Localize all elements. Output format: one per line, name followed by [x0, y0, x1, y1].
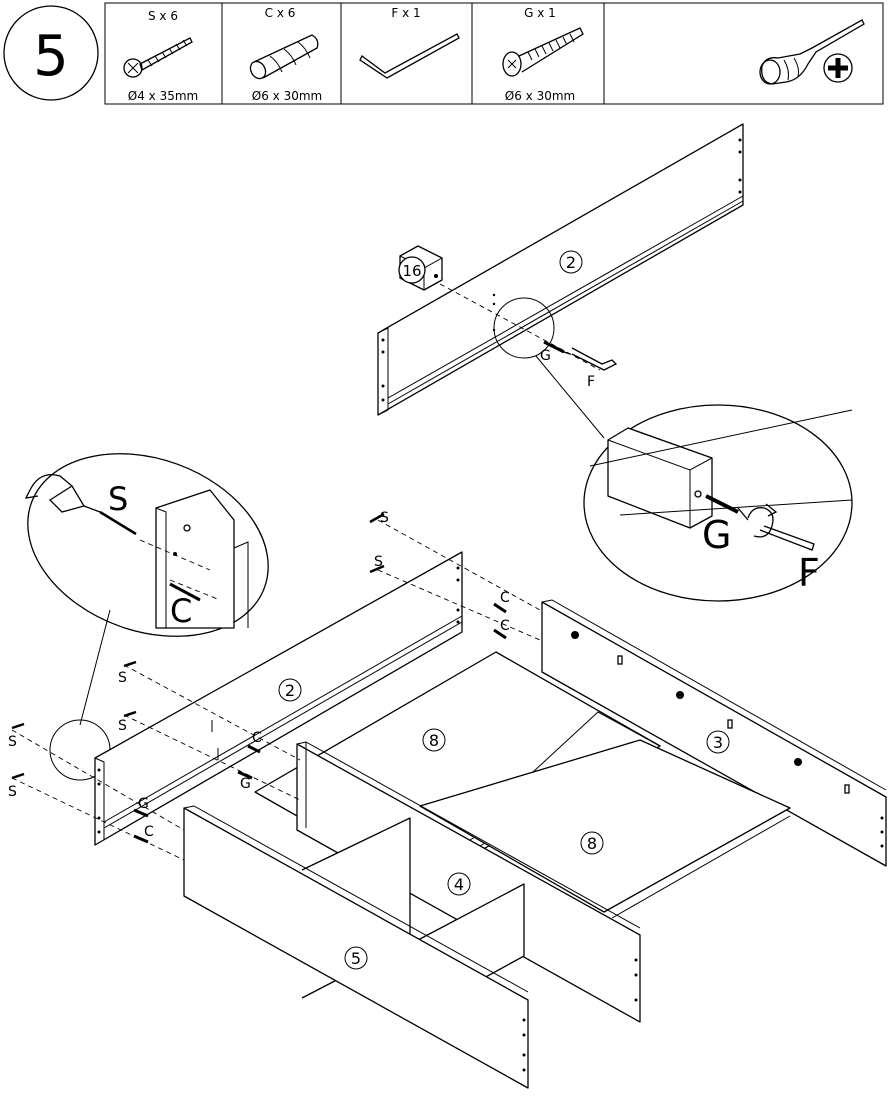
label-c-4: C	[144, 824, 154, 840]
part-qty-f: F x 1	[391, 6, 420, 20]
top-panel-group: 2 16 G F	[377, 123, 853, 602]
part-size-s: Ø4 x 35mm	[128, 89, 198, 103]
part-qty-g: G x 1	[524, 6, 556, 20]
panel-8-b-label-circle	[580, 831, 604, 855]
panel-8-b-label: 8	[587, 834, 597, 853]
step-number: 5	[33, 24, 69, 89]
step-header: 5	[3, 5, 99, 101]
label-c-3: C	[252, 730, 262, 746]
detail-callout-small	[493, 297, 555, 359]
part-cell-f: F x 1	[359, 6, 460, 79]
panel-3-label-circle	[706, 730, 730, 754]
panel-2-top	[377, 123, 744, 416]
label-c-2: C	[500, 618, 510, 634]
step-circle	[3, 5, 99, 101]
label-g-top: G	[540, 348, 551, 364]
panel-4	[296, 743, 641, 1023]
panel-2-top-label: 2	[566, 253, 576, 272]
label-c-1: C	[500, 590, 510, 606]
panel-2-front-label-circle	[278, 678, 302, 702]
panel-2-front	[94, 551, 463, 846]
label-s-2: S	[374, 554, 383, 570]
panel-4-label: 4	[454, 875, 464, 894]
parts-table-frame	[104, 2, 884, 105]
fitting-label-circle	[398, 256, 426, 284]
label-s-5: S	[8, 734, 17, 750]
label-g-2: G	[138, 796, 149, 812]
phillips-screwdriver-icon	[759, 19, 865, 85]
detail-callout-screw: S C	[24, 453, 269, 637]
label-s-6: S	[8, 784, 17, 800]
label-s-3: S	[118, 670, 127, 686]
allen-key-icon	[359, 33, 460, 79]
dowel-icon	[249, 34, 319, 80]
part-cell-c: C x 6 Ø6 x 30mm	[249, 6, 322, 103]
panel-3-label: 3	[713, 733, 723, 752]
panel-5-label: 5	[351, 949, 361, 968]
panel-3	[541, 601, 887, 867]
part-qty-c: C x 6	[265, 6, 296, 20]
allen-key-icon-small	[571, 347, 618, 371]
panel-5	[183, 807, 529, 1089]
bolt-icon	[502, 27, 584, 77]
label-f-top: F	[587, 374, 595, 390]
label-f-detail: F	[798, 551, 820, 595]
part-size-g: Ø6 x 30mm	[505, 89, 575, 103]
panel-2-top-label-circle	[559, 250, 583, 274]
label-g-1: G	[240, 776, 251, 792]
fitting-label: 16	[402, 262, 421, 280]
panel-8-a-label-circle	[422, 728, 446, 752]
label-s-1: S	[380, 510, 389, 526]
panel-5-label-circle	[344, 946, 368, 970]
panel-2-front-label: 2	[285, 681, 295, 700]
bolt-icon-small	[543, 340, 571, 355]
part-cell-g: G x 1 Ø6 x 30mm	[502, 6, 584, 103]
screw-icon	[123, 37, 193, 78]
panel-8-a-label: 8	[429, 731, 439, 750]
detail-callout-bolt: G F	[583, 404, 853, 602]
part-qty-s: S x 6	[148, 9, 178, 23]
label-s-detail: S	[108, 480, 128, 518]
label-c-detail: C	[170, 592, 192, 630]
label-g-detail: G	[702, 513, 731, 557]
part-cell-s: S x 6 Ø4 x 35mm	[123, 9, 198, 103]
main-assembly: 3 8 8 2 4	[8, 510, 887, 1089]
label-s-4: S	[118, 718, 127, 734]
panel-4-label-circle	[447, 872, 471, 896]
parts-table: S x 6 Ø4 x 35mm C x 6 Ø6 x 30mm F x 1	[104, 2, 884, 105]
part-size-c: Ø6 x 30mm	[252, 89, 322, 103]
